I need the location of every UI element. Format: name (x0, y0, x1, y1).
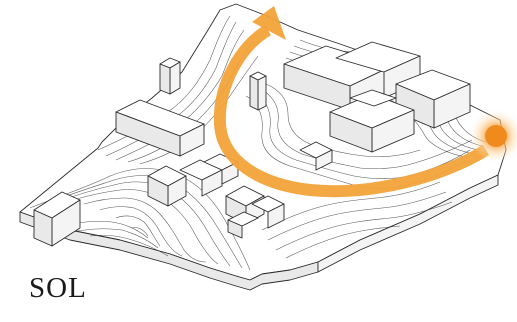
contour-lines (30, 16, 486, 270)
sun-label: SOL (29, 274, 87, 303)
building-small-tower (160, 58, 180, 94)
building-main-cluster (284, 42, 470, 152)
terrain-block (20, 4, 506, 290)
building-slim-tower (250, 72, 266, 110)
building-long-bar (116, 100, 204, 156)
